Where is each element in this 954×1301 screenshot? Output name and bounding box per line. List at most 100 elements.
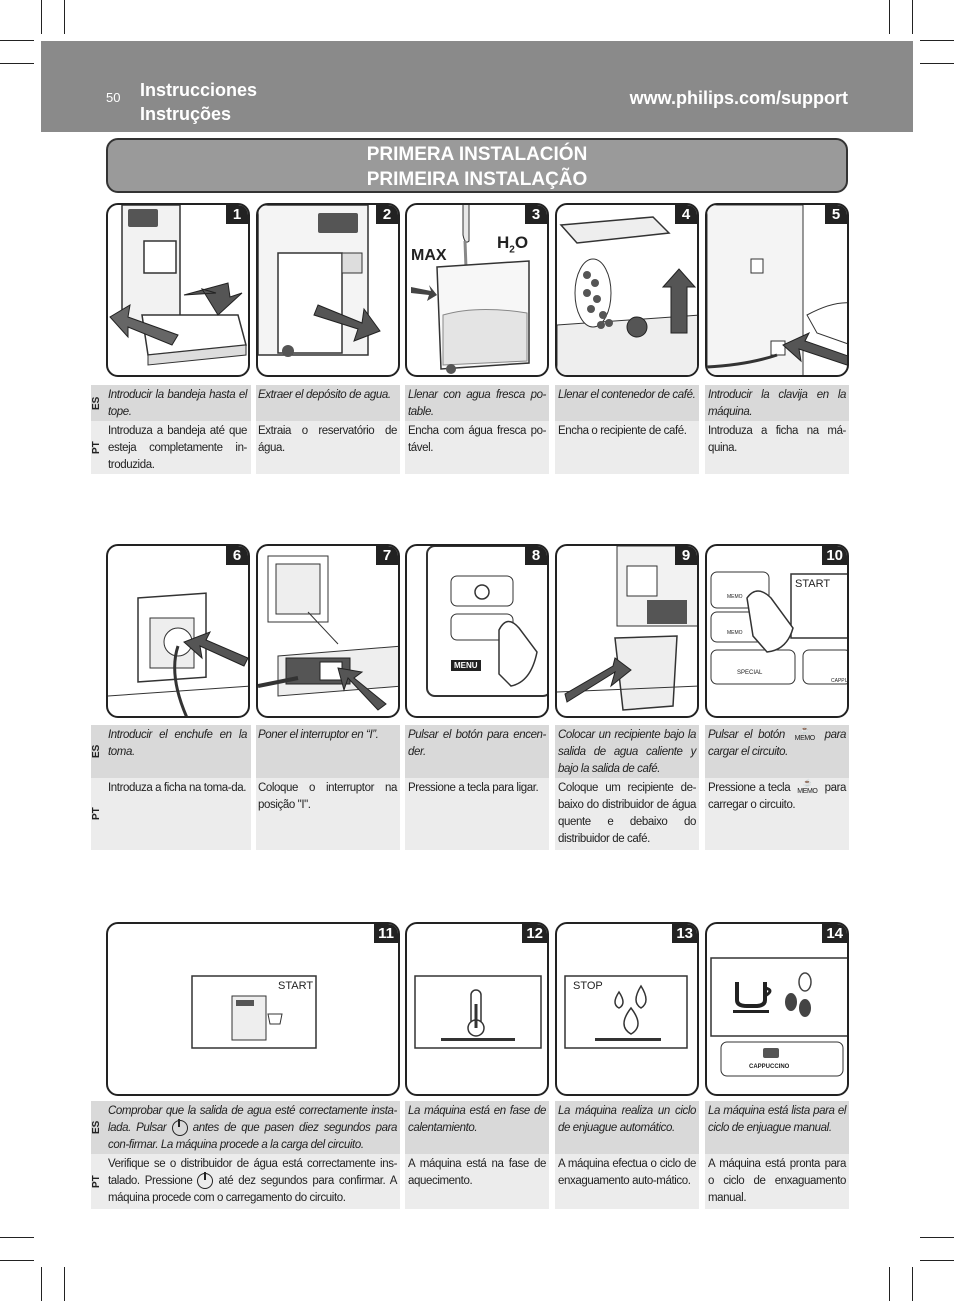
start-display-illustration <box>108 924 400 1096</box>
step-5-pt: Introduza a ficha na má-quina. <box>705 421 849 459</box>
crop-mark <box>920 40 954 41</box>
crop-mark <box>920 63 954 64</box>
power-cord-illustration <box>707 205 849 377</box>
step-7-es: Poner el interruptor en “I”. <box>255 725 400 746</box>
illustration-step-8: MENU 8 <box>405 544 549 718</box>
step-6-pt: Introduza a ficha na toma-da. <box>105 778 250 799</box>
drip-tray-illustration <box>108 205 250 377</box>
step-number: 12 <box>522 924 547 943</box>
step-number: 13 <box>672 924 697 943</box>
step-4-pt: Encha o recipiente de café. <box>555 421 699 442</box>
memo-button-icon: ☕MEMO <box>793 780 821 796</box>
step-8-pt: Pressione a tecla para ligar. <box>405 778 549 799</box>
crop-mark <box>41 1267 42 1301</box>
step-10-pt: Pressione a tecla ☕MEMO para carregar o … <box>705 778 849 816</box>
max-label: MAX <box>411 247 447 265</box>
cappuccino-key-label: CAPPUCCINO <box>749 1064 789 1070</box>
start-screen-label: START <box>795 578 830 590</box>
step-3-pt: Encha com água fresca po-tável. <box>405 421 549 459</box>
crop-mark <box>0 1237 34 1238</box>
step-5-es: Introducir la clavija en la máquina. <box>705 385 849 423</box>
support-url[interactable]: www.philips.com/support <box>630 88 848 109</box>
title-es: Instrucciones <box>140 78 257 102</box>
step-number: 5 <box>825 205 847 224</box>
illustration-step-2: 2 <box>256 203 400 377</box>
power-button-illustration <box>407 546 549 718</box>
step-12-pt: A máquina está na fase de aquecimento. <box>405 1154 549 1192</box>
header-title: Instrucciones Instruções <box>140 78 257 126</box>
step-number: 6 <box>226 546 248 565</box>
step-number: 4 <box>675 205 697 224</box>
step-2-es: Extraer el depósito de agua. <box>255 385 400 406</box>
heating-display-illustration <box>407 924 549 1096</box>
illustration-step-6: 6 <box>106 544 250 718</box>
power-switch-illustration <box>258 546 400 718</box>
section-banner: PRIMERA INSTALACIÓN PRIMEIRA INSTALAÇÃO <box>106 138 848 193</box>
step-8-es: Pulsar el botón para encen-der. <box>405 725 549 763</box>
step-number: 14 <box>822 924 847 943</box>
crop-mark <box>889 1267 890 1301</box>
step-13-pt: A máquina efectua o ciclo de enxaguament… <box>555 1154 699 1192</box>
container-under-spout-illustration <box>557 546 699 718</box>
crop-mark <box>0 1260 34 1261</box>
h2o-label: H2O <box>497 233 528 255</box>
page-number: 50 <box>106 90 120 105</box>
step-6-es: Introducir el enchufe en la toma. <box>105 725 250 763</box>
water-tank-illustration <box>258 205 400 377</box>
step-14-pt: A máquina está pronta para o ciclo de en… <box>705 1154 849 1209</box>
step-number: 9 <box>675 546 697 565</box>
step-number: 10 <box>822 546 847 565</box>
illustration-step-14: CAPPUCCINO 14 <box>705 922 849 1096</box>
illustration-step-4: 4 <box>555 203 699 377</box>
step-number: 2 <box>376 205 398 224</box>
menu-key-label: MENU <box>451 660 481 671</box>
step-7-pt: Coloque o interruptor na posição "I". <box>255 778 400 816</box>
step-number: 7 <box>376 546 398 565</box>
crop-mark <box>920 1237 954 1238</box>
illustration-step-11: START 11 <box>106 922 400 1096</box>
banner-title-es: PRIMERA INSTALACIÓN <box>108 142 846 167</box>
illustration-step-9: 9 <box>555 544 699 718</box>
step-3-es: Llenar con agua fresca po-table. <box>405 385 549 423</box>
start-screen-label: START <box>278 980 313 992</box>
illustration-step-13: STOP 13 <box>555 922 699 1096</box>
crop-mark <box>889 0 890 34</box>
crop-mark <box>912 0 913 34</box>
cappuccino-key-label: CAPPU <box>831 678 848 684</box>
crop-mark <box>64 0 65 34</box>
title-pt: Instruções <box>140 102 257 126</box>
step-12-es: La máquina está en fase de calentamiento… <box>405 1101 549 1139</box>
step-11-pt: Verifique se o distribuidor de água está… <box>105 1154 400 1209</box>
manual-rinse-display-illustration <box>707 924 849 1096</box>
illustration-step-7: 7 <box>256 544 400 718</box>
special-key-label: SPECIAL <box>737 670 762 676</box>
step-number: 8 <box>525 546 547 565</box>
power-icon <box>172 1120 188 1136</box>
crop-mark <box>64 1267 65 1301</box>
step-2-pt: Extraia o reservatório de água. <box>255 421 400 459</box>
step-9-es: Colocar un recipiente bajo la salida de … <box>555 725 699 780</box>
illustration-step-10: START MEMO MEMO SPECIAL CAPPU 10 <box>705 544 849 718</box>
step-1-es: Introducir la bandeja hasta el tope. <box>105 385 250 423</box>
crop-mark <box>41 0 42 34</box>
memo-key-label: MEMO <box>727 594 743 600</box>
step-1-pt: Introduza a bandeja até que esteja compl… <box>105 421 250 476</box>
step-number: 3 <box>525 205 547 224</box>
step-number: 1 <box>226 205 248 224</box>
illustration-step-3: MAX H2O 3 <box>405 203 549 377</box>
step-number: 11 <box>374 924 398 943</box>
illustration-step-12: 12 <box>405 922 549 1096</box>
illustration-step-1: 1 <box>106 203 250 377</box>
illustration-step-5: 5 <box>705 203 849 377</box>
crop-mark <box>912 1267 913 1301</box>
wall-socket-illustration <box>108 546 250 718</box>
memo-button-icon: ☕MEMO <box>791 727 819 743</box>
step-11-es: Comprobar que la salida de agua esté cor… <box>105 1101 400 1156</box>
crop-mark <box>0 63 34 64</box>
stop-screen-label: STOP <box>573 980 603 992</box>
step-10-es: Pulsar el botón ☕MEMO para cargar el cir… <box>705 725 849 763</box>
crop-mark <box>0 40 34 41</box>
coffee-beans-illustration <box>557 205 699 377</box>
rinse-display-illustration <box>557 924 699 1096</box>
crop-mark <box>920 1260 954 1261</box>
